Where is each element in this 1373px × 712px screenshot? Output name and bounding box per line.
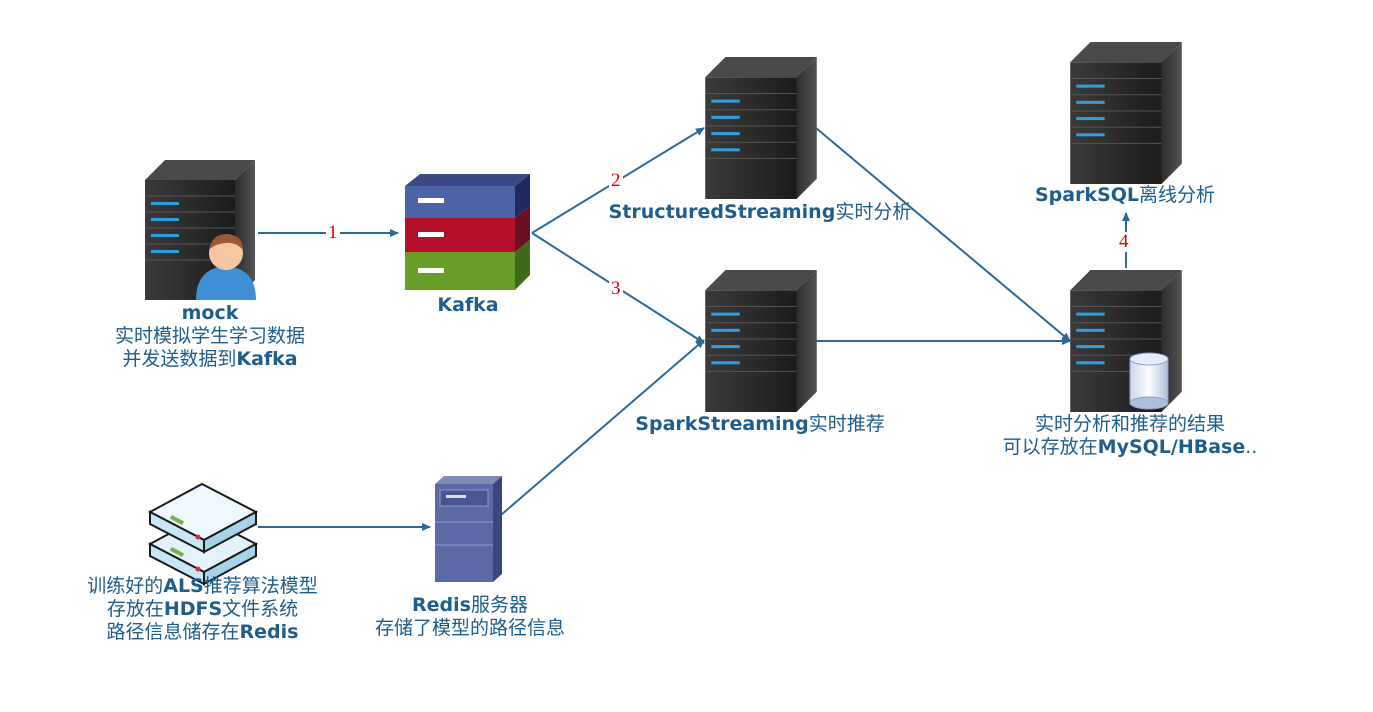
kafka-title: Kafka (437, 294, 499, 316)
als-line1-suffix: 推荐算法模型 (203, 575, 318, 597)
storage-server-icon (1070, 270, 1182, 412)
arrow-structured-to-storage (815, 127, 1071, 342)
storage-caption: 实时分析和推荐的结果 可以存放在MySQL/HBase.. (980, 413, 1280, 459)
mock-description-line2-prefix: 并发送数据到 (122, 348, 237, 370)
redis-description: 存储了模型的路径信息 (374, 617, 565, 639)
hdfs-storage-icon (147, 482, 259, 586)
database-icon (1129, 352, 1169, 410)
structured-streaming-suffix: 实时分析 (835, 201, 912, 223)
als-line2-suffix: 文件系统 (222, 598, 299, 620)
mock-description-line2-kafka: Kafka (236, 348, 298, 370)
mock-description-line1: 实时模拟学生学习数据 (114, 325, 305, 347)
als-line1-bold: ALS (163, 575, 204, 597)
redis-caption: Redis服务器 存储了模型的路径信息 (345, 594, 595, 640)
storage-description-line2-suffix: .. (1245, 436, 1258, 458)
mock-caption: mock 实时模拟学生学习数据 并发送数据到Kafka (60, 302, 360, 371)
storage-description-line2-prefix: 可以存放在 (1002, 436, 1098, 458)
als-line2-prefix: 存放在 (106, 598, 164, 620)
step-label-3: 3 (609, 278, 623, 299)
als-line3-prefix: 路径信息储存在 (106, 621, 240, 643)
als-line1-prefix: 训练好的 (87, 575, 164, 597)
mock-server-icon (145, 160, 256, 300)
sparksql-title: SparkSQL (1034, 184, 1140, 206)
spark-streaming-suffix: 实时推荐 (808, 413, 885, 435)
als-caption: 训练好的ALS推荐算法模型 存放在HDFS文件系统 路径信息储存在Redis (50, 575, 355, 644)
spark-streaming-title: SparkStreaming (635, 413, 809, 435)
als-line2-bold: HDFS (163, 598, 223, 620)
step-label-2: 2 (609, 170, 623, 191)
step-label-4: 4 (1117, 231, 1131, 252)
structured-streaming-server-icon (705, 57, 817, 199)
structured-streaming-title: StructuredStreaming (608, 201, 836, 223)
als-line3-bold: Redis (239, 621, 299, 643)
mock-title: mock (181, 302, 239, 324)
redis-title-suffix: 服务器 (470, 594, 528, 616)
kafka-icon (405, 174, 530, 290)
redis-title: Redis (412, 594, 471, 616)
sparksql-caption: SparkSQL离线分析 (1000, 184, 1250, 207)
arrow-redis-to-sparkstreaming (493, 339, 705, 522)
storage-description-line2-db: MySQL/HBase (1097, 436, 1246, 458)
structured-streaming-caption: StructuredStreaming实时分析 (590, 201, 930, 224)
sparksql-server-icon (1070, 42, 1182, 184)
redis-server-icon (435, 476, 502, 582)
step-label-1: 1 (326, 222, 340, 243)
storage-description-line1: 实时分析和推荐的结果 (1034, 413, 1225, 435)
sparksql-suffix: 离线分析 (1139, 184, 1216, 206)
kafka-caption: Kafka (400, 294, 536, 317)
user-icon (196, 233, 256, 300)
spark-streaming-server-icon (705, 270, 817, 412)
spark-streaming-caption: SparkStreaming实时推荐 (610, 413, 910, 436)
